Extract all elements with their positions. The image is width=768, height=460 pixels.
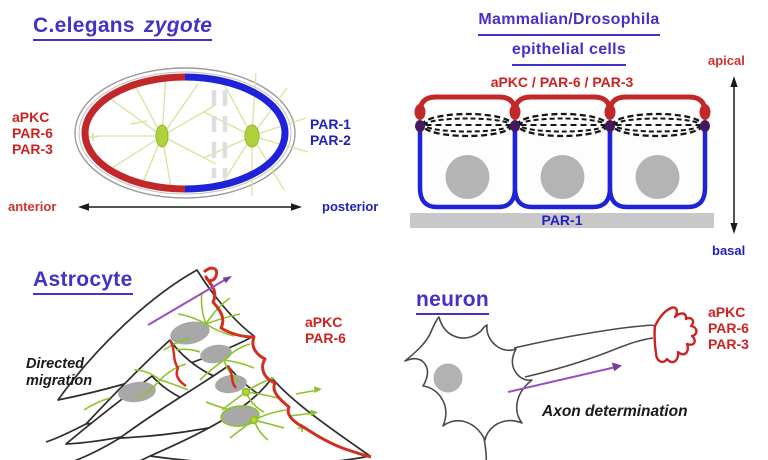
astrocyte-drawing <box>45 266 372 460</box>
posterior-label: posterior <box>322 199 379 214</box>
astrocyte-green-arrowheads <box>310 386 322 417</box>
ap-axis-arrow <box>78 203 302 211</box>
epithelial-title-line2: epithelial cells <box>511 36 627 66</box>
zygote-eggshell <box>74 67 296 199</box>
cleavage-dashed-lines <box>211 90 228 178</box>
axon-direction-arrow <box>507 362 622 393</box>
caption-migration: migration <box>26 373 93 389</box>
apical-complex-label: aPKC / PAR-6 / PAR-3 <box>490 74 634 90</box>
axon-shaft <box>513 324 657 378</box>
spindle-poles <box>155 124 260 148</box>
label-par6: PAR-6 <box>12 125 53 141</box>
epithelial-title-line1: Mammalian/Drosophila <box>478 6 660 36</box>
neuron-title-text: neuron <box>416 288 489 315</box>
panel-zygote: C.elegans zygote aPKC PAR-6 PAR-3 PAR-1 P… <box>0 0 390 230</box>
label-par3: PAR-3 <box>12 141 53 157</box>
astrocyte-nuclei <box>118 321 260 427</box>
panel-neuron: neuron aPKC PAR-6 PAR-3 Axon determinati… <box>390 230 768 460</box>
astrocyte-protein-labels: aPKC PAR-6 <box>305 314 346 346</box>
posterior-par-domain <box>184 73 289 193</box>
label-par3: PAR-3 <box>708 336 749 352</box>
apical-basal-axis-arrow <box>730 76 738 234</box>
basement-membrane <box>410 213 714 228</box>
basal-label: basal <box>712 243 746 258</box>
tight-junction-dots <box>414 104 711 132</box>
zygote-anterior-protein-labels: aPKC PAR-6 PAR-3 <box>12 109 53 157</box>
zygote-posterior-protein-labels: PAR-1 PAR-2 <box>310 116 351 148</box>
label-apkc: aPKC <box>305 314 343 330</box>
apical-label: apical <box>708 53 745 68</box>
zygote-title-main: C.elegans <box>33 14 135 37</box>
directed-migration-caption: Directed migration <box>26 356 92 390</box>
label-par1: PAR-1 <box>310 116 351 132</box>
astrocyte-title: Astrocyte <box>33 268 133 295</box>
astrocyte-title-text: Astrocyte <box>33 268 133 295</box>
epithelial-nuclei <box>445 155 680 199</box>
neuron-protein-labels: aPKC PAR-6 PAR-3 <box>708 304 749 352</box>
astrocyte-tails <box>45 423 151 460</box>
epithelial-drawing <box>410 76 738 234</box>
label-par6: PAR-6 <box>305 330 346 346</box>
neuron-drawing <box>404 306 698 460</box>
panel-astrocyte: Astrocyte aPKC PAR-6 Directed migration <box>0 230 390 460</box>
label-apkc: aPKC <box>12 109 50 125</box>
label-par2: PAR-2 <box>310 132 351 148</box>
panel-epithelial: Mammalian/Drosophila epithelial cells aP… <box>384 0 768 270</box>
label-par6: PAR-6 <box>708 320 749 336</box>
cortical-domains <box>81 73 289 193</box>
neuron-soma <box>404 316 533 460</box>
neuron-title: neuron <box>416 288 489 315</box>
anterior-label: anterior <box>8 199 57 214</box>
zygote-drawing <box>74 67 309 211</box>
par1-strip-label: PAR-1 <box>541 212 583 228</box>
anterior-par-domain <box>81 73 186 193</box>
growth-cone <box>653 306 698 364</box>
neuron-nucleus <box>433 363 463 393</box>
astrocyte-migration-arrow <box>147 276 232 326</box>
epithelial-title: Mammalian/Drosophila epithelial cells <box>409 6 729 66</box>
label-apkc: aPKC <box>708 304 746 320</box>
astrocyte-leading-edge <box>168 266 372 459</box>
zygote-title: C.elegans zygote <box>33 14 213 41</box>
astrocyte-microtubules <box>83 291 319 441</box>
caption-directed: Directed <box>26 356 85 372</box>
zygote-title-italic: zygote <box>143 14 213 37</box>
axon-determination-caption: Axon determination <box>542 403 688 420</box>
